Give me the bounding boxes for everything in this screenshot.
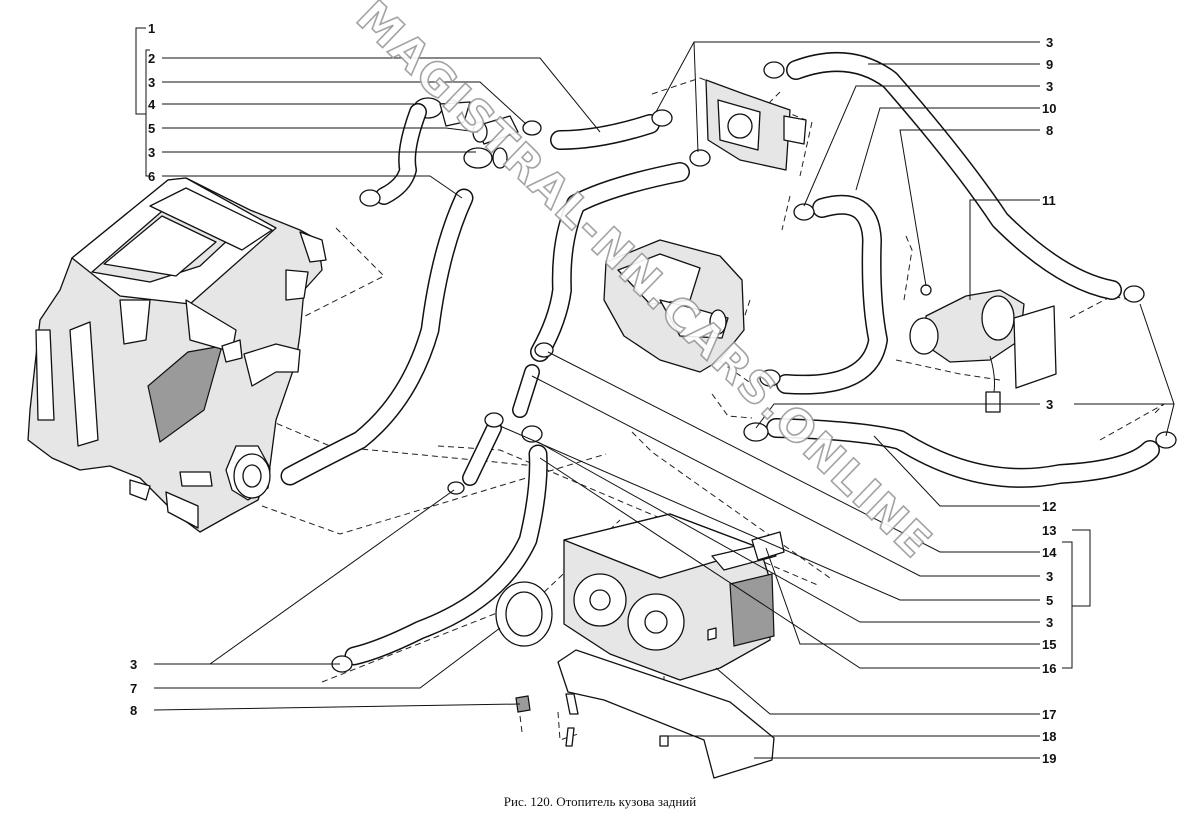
callout-19: 19 bbox=[1042, 751, 1056, 766]
callout-8: 8 bbox=[130, 703, 137, 718]
callout-9: 9 bbox=[1046, 57, 1053, 72]
callout-7: 7 bbox=[130, 681, 137, 696]
callout-13: 13 bbox=[1042, 523, 1056, 538]
callout-3: 3 bbox=[1046, 397, 1053, 412]
callout-11: 11 bbox=[1042, 193, 1056, 208]
callout-1: 1 bbox=[148, 21, 155, 36]
electric-pump bbox=[909, 284, 1057, 413]
tee-fittings bbox=[413, 97, 519, 169]
callout-15: 15 bbox=[1042, 637, 1056, 652]
callout-8: 8 bbox=[1046, 123, 1053, 138]
callouts-right: 3 9 3 10 8 11 3 12 13 14 3 5 3 15 16 17 … bbox=[1042, 35, 1057, 766]
callout-3: 3 bbox=[148, 145, 155, 160]
callout-17: 17 bbox=[1042, 707, 1056, 722]
rear-heater-unit bbox=[495, 513, 785, 779]
callout-3: 3 bbox=[1046, 35, 1053, 50]
engine-fragment bbox=[603, 239, 745, 373]
callout-leader-lines bbox=[135, 27, 1175, 759]
callout-10: 10 bbox=[1042, 101, 1056, 116]
hose-clamps bbox=[331, 61, 1177, 673]
heater-housing bbox=[27, 177, 327, 533]
callout-16: 16 bbox=[1042, 661, 1056, 676]
heater-valve bbox=[705, 79, 807, 171]
callout-3: 3 bbox=[130, 657, 137, 672]
callout-18: 18 bbox=[1042, 729, 1056, 744]
figure-caption: Рис. 120. Отопитель кузова задний bbox=[503, 794, 697, 809]
callout-2: 2 bbox=[148, 51, 155, 66]
callout-3: 3 bbox=[1046, 615, 1053, 630]
callout-3: 3 bbox=[1046, 569, 1053, 584]
callout-5: 5 bbox=[1046, 593, 1053, 608]
callout-4: 4 bbox=[148, 97, 156, 112]
callout-5: 5 bbox=[148, 121, 155, 136]
callouts-left: 1 2 3 4 5 3 6 3 7 8 bbox=[130, 21, 156, 718]
coolant-hoses bbox=[280, 52, 1160, 666]
callout-14: 14 bbox=[1042, 545, 1057, 560]
callout-6: 6 bbox=[148, 169, 155, 184]
callout-3: 3 bbox=[1046, 79, 1053, 94]
callout-3: 3 bbox=[148, 75, 155, 90]
callout-12: 12 bbox=[1042, 499, 1056, 514]
